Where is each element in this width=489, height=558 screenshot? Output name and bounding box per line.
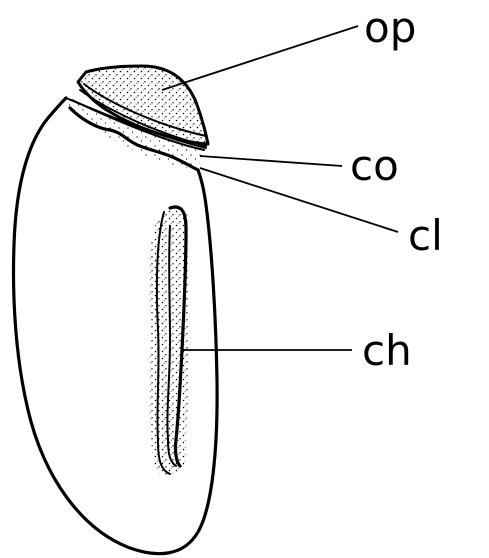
label-cl: cl <box>408 211 443 260</box>
label-op: op <box>364 3 416 52</box>
leader-co <box>200 156 342 166</box>
label-ch: ch <box>362 326 412 375</box>
leader-op <box>162 26 358 90</box>
label-co: co <box>350 141 399 190</box>
